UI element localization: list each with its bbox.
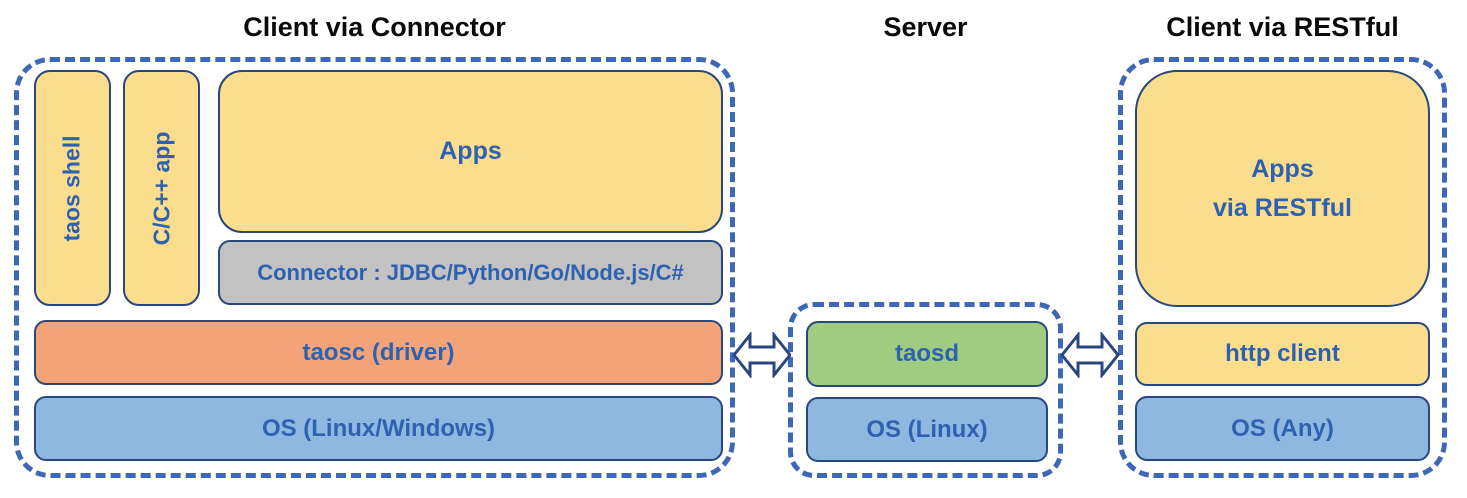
title-client-via-connector: Client via Connector [243,12,506,42]
box-taos-shell: taos shell [34,70,111,306]
group-client-via-connector [14,57,735,478]
title-client-via-restful: Client via RESTful [1166,12,1399,42]
apps-via-restful-label: Apps via RESTful [1213,154,1352,222]
http-client-label: http client [1225,340,1340,367]
box-taosc-driver: taosc (driver) [34,320,723,385]
box-os-any: OS (Any) [1135,396,1430,461]
connector-label: Connector : JDBC/Python/Go/Node.js/C# [257,259,684,285]
taosd-label: taosd [894,340,959,367]
box-connector-languages: Connector : JDBC/Python/Go/Node.js/C# [218,240,723,305]
taosc-label: taosc (driver) [302,338,455,366]
box-os-linux: OS (Linux) [806,397,1048,462]
box-taosd: taosd [806,321,1048,387]
box-apps-connector: Apps [218,70,723,233]
os-linux-windows-label: OS (Linux/Windows) [261,414,496,442]
box-c-cpp-app: C/C++ app [123,70,200,306]
double-arrow-icon-right [1060,332,1120,378]
double-arrow-icon-left [733,332,791,378]
box-os-linux-windows: OS (Linux/Windows) [34,396,723,461]
os-linux-label: OS (Linux) [866,415,988,443]
group-server [788,302,1063,478]
title-server: Server [883,12,968,42]
box-apps-via-restful: Apps via RESTful [1135,70,1430,307]
group-client-via-restful [1118,57,1447,478]
apps-label: Apps [439,137,502,165]
taos-shell-label: taos shell [59,134,86,242]
box-http-client: http client [1135,322,1430,386]
c-cpp-app-label: C/C++ app [148,131,175,245]
os-any-label: OS (Any) [1231,414,1334,442]
